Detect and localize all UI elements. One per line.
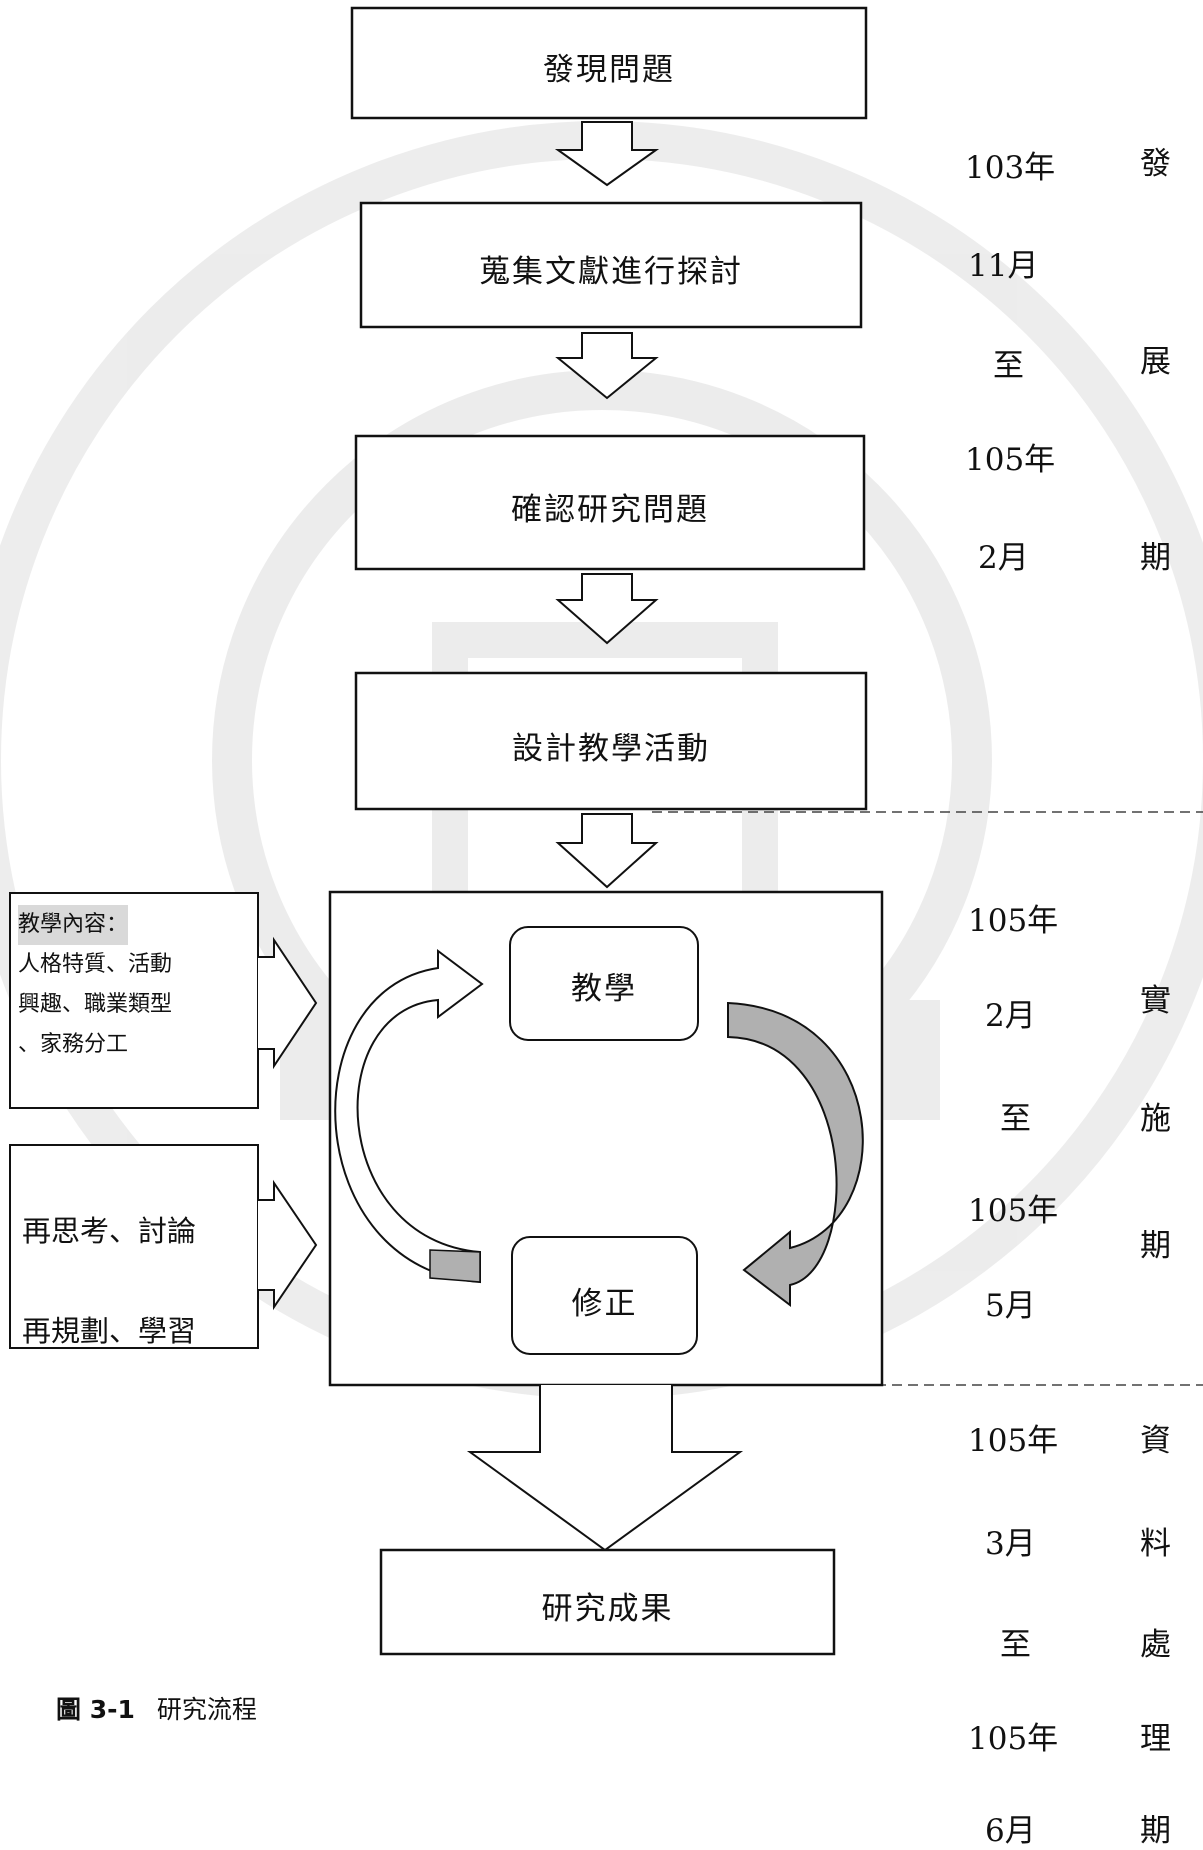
cycle-arrow-left — [334, 949, 484, 1284]
down-arrow-2 — [555, 332, 659, 400]
down-arrow-result — [466, 1385, 744, 1552]
reflect-line-2: 再規劃、學習 — [22, 1314, 197, 1348]
phase1-date-2: 11月 — [968, 248, 1039, 284]
reflect-input-text: 再思考、討論 再規劃、學習 — [22, 1181, 196, 1381]
phase3-date-1: 105年 — [968, 1423, 1059, 1459]
phase3-label-3: 處 — [1140, 1627, 1171, 1663]
step-box-1 — [350, 6, 868, 120]
cycle-arrow-right — [727, 1001, 864, 1308]
teaching-box — [509, 926, 699, 1041]
result-box — [379, 1548, 836, 1656]
phase3-label-2: 料 — [1140, 1526, 1171, 1562]
phase3-date-2: 3月 — [985, 1526, 1036, 1562]
step-3-label: 確認研究問題 — [511, 492, 709, 528]
step-box-2 — [359, 201, 863, 329]
step-1-label: 發現問題 — [543, 52, 675, 88]
phase2-date-4: 105年 — [968, 1193, 1059, 1229]
phase1-label-1: 發 — [1140, 146, 1171, 182]
phase3-label-5: 期 — [1140, 1813, 1171, 1849]
phase2-label-2: 施 — [1140, 1101, 1171, 1137]
phase2-date-3: 至 — [1000, 1101, 1031, 1137]
step-2-label: 蒐集文獻進行探討 — [479, 254, 743, 290]
reflect-input-box — [9, 1144, 259, 1349]
step-box-3 — [354, 434, 866, 571]
phase3-label-4: 理 — [1140, 1721, 1171, 1757]
phase1-label-2: 展 — [1140, 344, 1171, 380]
phase1-date-1: 103年 — [965, 150, 1056, 186]
content-input-text: 教學內容： 人格特質、活動 興趣、職業類型 、家務分工 — [18, 905, 172, 1065]
step-4-label: 設計教學活動 — [512, 731, 710, 767]
revise-box — [511, 1236, 698, 1355]
result-label: 研究成果 — [541, 1591, 674, 1627]
teaching-label: 教學 — [571, 971, 637, 1007]
phase2-date-5: 5月 — [985, 1288, 1036, 1324]
revise-label: 修正 — [571, 1286, 638, 1322]
content-line-4: 、家務分工 — [18, 1032, 129, 1057]
phase2-label-1: 實 — [1140, 983, 1171, 1019]
phase1-date-4: 105年 — [965, 442, 1056, 478]
cycle-arrow-left-base — [429, 1249, 481, 1283]
down-arrow-1 — [554, 121, 660, 187]
reflect-line-1: 再思考、討論 — [22, 1214, 197, 1248]
phase1-date-3: 至 — [993, 348, 1024, 384]
figure-caption: 圖 3-1 研究流程 — [56, 1690, 257, 1726]
phase3-date-5: 6月 — [985, 1813, 1036, 1849]
content-line-3: 興趣、職業類型 — [18, 992, 173, 1017]
reflect-input-arrow — [258, 1179, 318, 1311]
down-arrow-4 — [555, 813, 659, 889]
phase2-date-1: 105年 — [968, 903, 1059, 939]
phase3-date-3: 至 — [1000, 1627, 1031, 1663]
content-line-2: 人格特質、活動 — [18, 952, 173, 977]
phase2-label-3: 期 — [1140, 1228, 1171, 1264]
content-input-arrow — [258, 936, 318, 1070]
phase3-date-4: 105年 — [968, 1721, 1059, 1757]
content-heading: 教學內容： — [18, 905, 129, 945]
step-box-4 — [354, 671, 868, 811]
figure-number: 圖 3-1 — [56, 1695, 135, 1724]
phase1-label-3: 期 — [1140, 540, 1171, 576]
phase2-date-2: 2月 — [985, 998, 1036, 1034]
phase3-label-1: 資 — [1140, 1423, 1171, 1459]
down-arrow-3 — [555, 573, 659, 645]
phase1-date-5: 2月 — [978, 540, 1029, 576]
figure-title: 研究流程 — [156, 1695, 257, 1724]
